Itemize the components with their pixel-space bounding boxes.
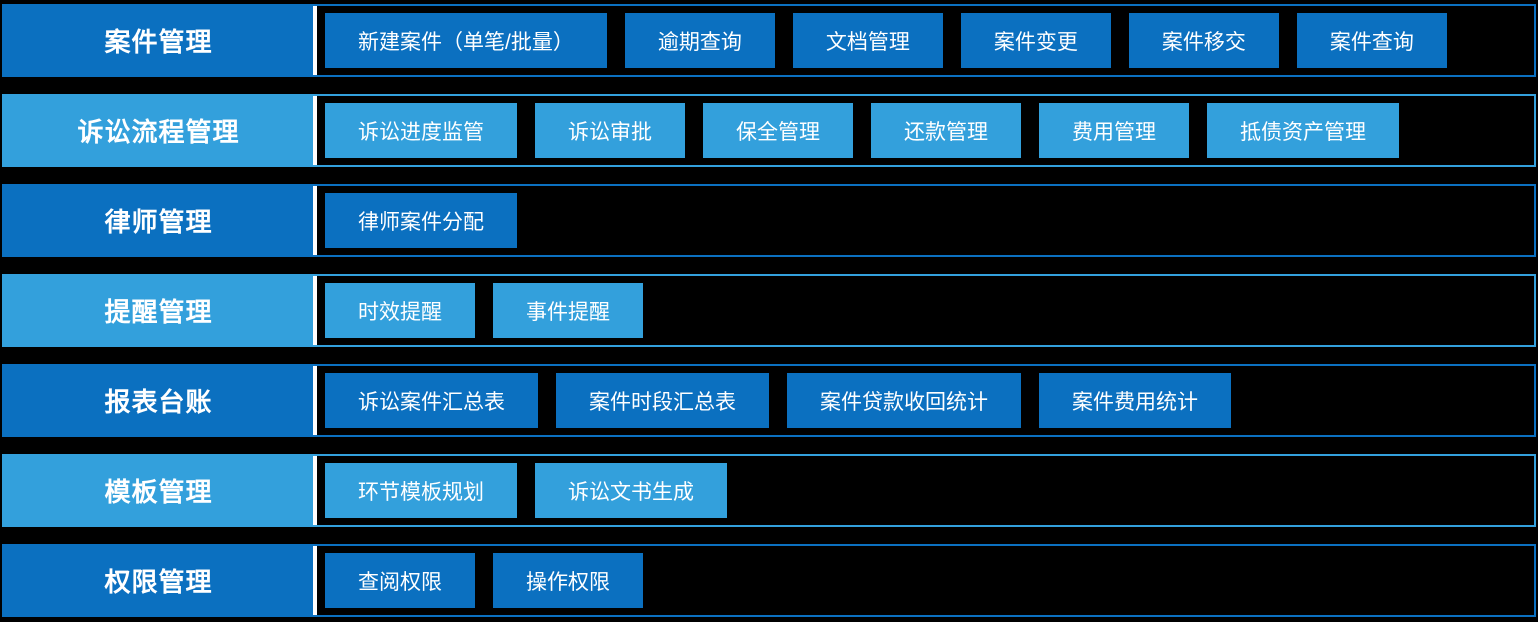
menu-row-7: 权限管理 查阅权限操作权限 bbox=[2, 544, 1536, 617]
menu-buttons-group: 诉讼案件汇总表案件时段汇总表案件贷款收回统计案件费用统计 bbox=[317, 366, 1534, 435]
label-separator-line bbox=[313, 546, 317, 615]
menu-buttons-group: 新建案件（单笔/批量） 逾期查询文档管理案件变更案件移交案件查询 bbox=[317, 6, 1534, 75]
menu-button[interactable]: 文档管理 bbox=[792, 13, 943, 68]
menu-category-label: 律师管理 bbox=[4, 186, 313, 255]
menu-button[interactable]: 抵债资产管理 bbox=[1207, 103, 1399, 158]
menu-row-4: 提醒管理 时效提醒事件提醒 bbox=[2, 274, 1536, 347]
menu-button[interactable]: 案件费用统计 bbox=[1039, 373, 1231, 428]
label-separator-line bbox=[313, 186, 317, 255]
menu-button[interactable]: 保全管理 bbox=[703, 103, 853, 158]
menu-category-label: 模板管理 bbox=[4, 456, 313, 525]
label-separator-line bbox=[313, 6, 317, 75]
menu-category-label: 报表台账 bbox=[4, 366, 313, 435]
menu-button[interactable]: 费用管理 bbox=[1039, 103, 1189, 158]
menu-category-label: 诉讼流程管理 bbox=[4, 96, 313, 165]
menu-button[interactable]: 案件贷款收回统计 bbox=[787, 373, 1021, 428]
menu-button[interactable]: 逾期查询 bbox=[624, 13, 775, 68]
menu-button[interactable]: 诉讼进度监管 bbox=[325, 103, 517, 158]
label-separator-line bbox=[313, 456, 317, 525]
menu-button[interactable]: 案件时段汇总表 bbox=[556, 373, 769, 428]
menu-button[interactable]: 新建案件（单笔/批量） bbox=[325, 13, 607, 68]
menu-category-label: 提醒管理 bbox=[4, 276, 313, 345]
menu-buttons-group: 时效提醒事件提醒 bbox=[317, 276, 1534, 345]
menu-buttons-group: 律师案件分配 bbox=[317, 186, 1534, 255]
menu-buttons-group: 环节模板规划诉讼文书生成 bbox=[317, 456, 1534, 525]
menu-button[interactable]: 律师案件分配 bbox=[325, 193, 517, 248]
menu-row-1: 案件管理 新建案件（单笔/批量） 逾期查询文档管理案件变更案件移交案件查询 bbox=[2, 4, 1536, 77]
menu-buttons-group: 诉讼进度监管诉讼审批保全管理还款管理费用管理抵债资产管理 bbox=[317, 96, 1534, 165]
menu-buttons-group: 查阅权限操作权限 bbox=[317, 546, 1534, 615]
menu-button[interactable]: 诉讼文书生成 bbox=[535, 463, 727, 518]
menu-button[interactable]: 时效提醒 bbox=[325, 283, 475, 338]
menu-button[interactable]: 环节模板规划 bbox=[325, 463, 517, 518]
menu-button[interactable]: 还款管理 bbox=[871, 103, 1021, 158]
label-separator-line bbox=[313, 96, 317, 165]
menu-category-label: 案件管理 bbox=[4, 6, 313, 75]
menu-row-5: 报表台账 诉讼案件汇总表案件时段汇总表案件贷款收回统计案件费用统计 bbox=[2, 364, 1536, 437]
menu-button[interactable]: 查阅权限 bbox=[325, 553, 475, 608]
menu-row-3: 律师管理 律师案件分配 bbox=[2, 184, 1536, 257]
label-separator-line bbox=[313, 366, 317, 435]
menu-row-2: 诉讼流程管理 诉讼进度监管诉讼审批保全管理还款管理费用管理抵债资产管理 bbox=[2, 94, 1536, 167]
menu-button[interactable]: 事件提醒 bbox=[493, 283, 643, 338]
menu-button[interactable]: 诉讼案件汇总表 bbox=[325, 373, 538, 428]
menu-button[interactable]: 案件查询 bbox=[1296, 13, 1447, 68]
menu-button[interactable]: 操作权限 bbox=[493, 553, 643, 608]
menu-button[interactable]: 诉讼审批 bbox=[535, 103, 685, 158]
menu-button[interactable]: 案件变更 bbox=[960, 13, 1111, 68]
menu-button[interactable]: 案件移交 bbox=[1128, 13, 1279, 68]
label-separator-line bbox=[313, 276, 317, 345]
menu-row-6: 模板管理 环节模板规划诉讼文书生成 bbox=[2, 454, 1536, 527]
menu-category-label: 权限管理 bbox=[4, 546, 313, 615]
